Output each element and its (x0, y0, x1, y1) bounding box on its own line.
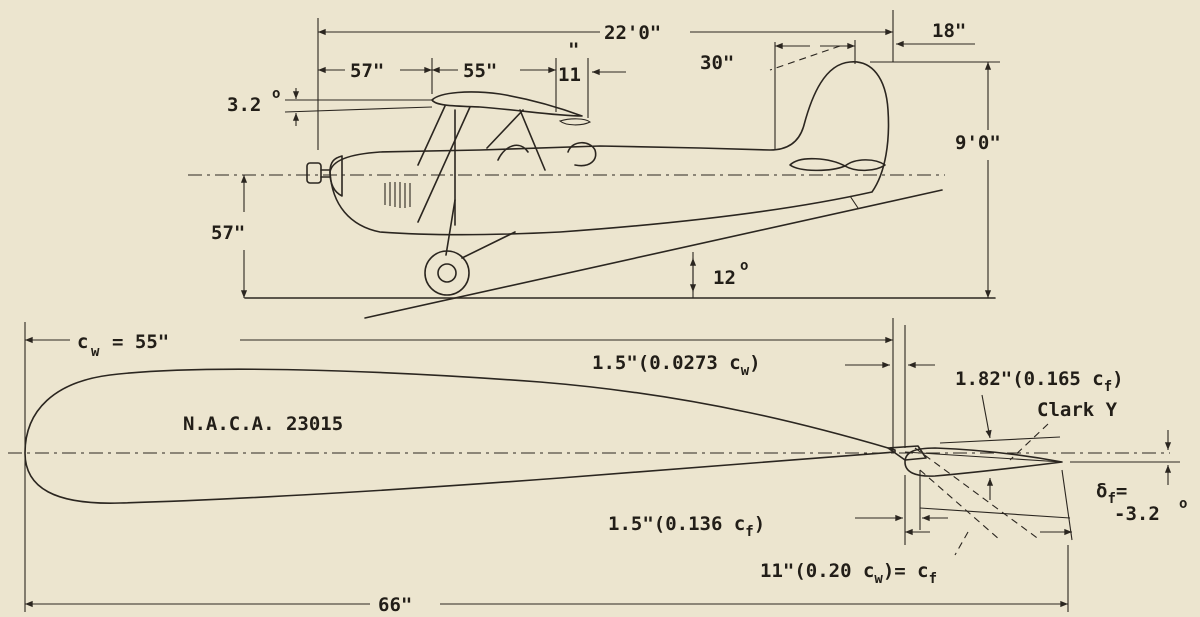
rear-cockpit (567, 141, 597, 167)
horizontal-stabilizer (789, 157, 846, 172)
dim-57-top: 57" (350, 60, 384, 82)
dim-tail-angle-deg: o (740, 258, 748, 274)
dim-11-top: 11 (558, 64, 581, 86)
gap-label: 1.5"(0.0273 cw) (592, 352, 761, 379)
main-wheel (424, 250, 470, 296)
overlap-label: 1.5"(0.136 cf) (608, 513, 765, 540)
airfoil-section-view: c w = 55" N.A.C.A. 23015 1.5"(0.0273 cw)… (8, 318, 1187, 616)
dim-18: 18" (932, 20, 966, 42)
cowling (329, 155, 343, 197)
flap-offset-label: 1.82"(0.165 cf) (955, 368, 1124, 395)
tail-wheel (849, 195, 859, 209)
elevator (844, 159, 886, 172)
dim-55-top: 55" (463, 60, 497, 82)
airfoil-name: N.A.C.A. 23015 (183, 413, 343, 435)
delta-label: δf= (1096, 480, 1127, 507)
dim-incidence-deg: o (272, 86, 280, 102)
cw-label: c (77, 331, 88, 353)
engine-vents (384, 182, 411, 208)
wing-airfoil-side (431, 91, 583, 117)
flap-chord-label: 11"(0.20 cw)= cf (760, 560, 937, 587)
wing-struts (417, 105, 546, 226)
wing-flap-side (558, 118, 592, 126)
naca-23015-airfoil (24, 368, 896, 504)
dim-30: 30" (700, 52, 734, 74)
flap-section-label: Clark Y (1037, 399, 1118, 421)
delta-deg: o (1179, 496, 1187, 512)
dim-11-mark: " (568, 39, 579, 61)
fuselage-outline (329, 61, 890, 236)
flap-hinge-fitting (887, 445, 927, 461)
dim-incidence: 3.2 (227, 94, 261, 116)
windshield (497, 144, 529, 161)
tail-down-line (364, 189, 943, 319)
dim-thrust-height: 57" (211, 222, 245, 244)
cw-sub: w (91, 344, 100, 360)
dim-height: 9'0" (955, 132, 1001, 154)
airplane-side-view: 22'0" 18" 57" 55" 11 " 30" 3.2 o (188, 10, 1001, 319)
cw-value: = 55" (112, 331, 169, 353)
dim-overall-length: 22'0" (604, 22, 661, 44)
dim-total-66: 66" (378, 594, 412, 616)
clark-y-flap (904, 447, 1063, 477)
landing-gear (424, 199, 516, 296)
dim-tail-angle: 12 (713, 267, 736, 289)
delta-value: -3.2 (1114, 503, 1160, 525)
prop-hub (306, 162, 322, 184)
